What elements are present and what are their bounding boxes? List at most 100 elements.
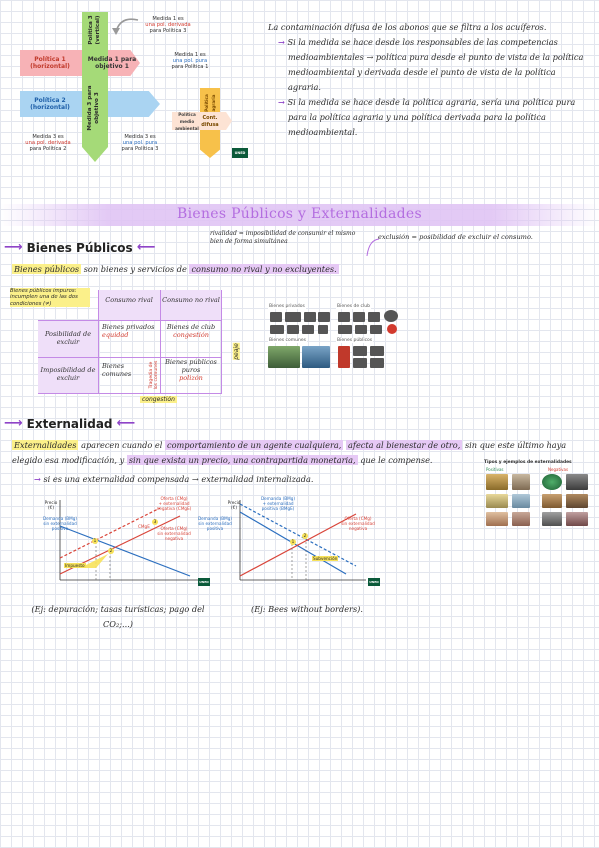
bienes-heading: ⟶ Bienes Públicos ⟵ xyxy=(4,240,156,255)
tv-icon xyxy=(355,325,367,334)
house-photo xyxy=(512,512,530,526)
chart1-eq1: 1 xyxy=(92,538,98,544)
peaje-label: peaje xyxy=(232,343,240,360)
medida3-label: Medida 3 para objetivo 3 xyxy=(87,85,100,131)
club-tag: Bienes de club xyxy=(336,304,371,309)
shoe-icon xyxy=(318,312,330,322)
cafe-photo xyxy=(486,494,508,508)
cont-difusa-label: Cont. difusa xyxy=(201,115,219,128)
bees-photo xyxy=(486,474,508,490)
arrow-right-icon: ⟶ xyxy=(4,416,23,431)
chart1-precio: Precio (€) xyxy=(44,500,58,510)
exclusion-note: exclusión = posibilidad de excluir el co… xyxy=(378,233,533,241)
table-vline1 xyxy=(98,290,99,394)
phone-icon xyxy=(318,325,328,334)
radio-icon xyxy=(353,346,367,356)
chart1-impuesto: Impuesto xyxy=(64,563,86,568)
congestion-bottom-label: congestión xyxy=(140,396,177,403)
curved-arrow-icon xyxy=(112,18,139,35)
col-rival: Consumo rival xyxy=(105,296,153,304)
chart1-eq3: 3 xyxy=(152,519,158,525)
section-banner xyxy=(0,204,599,226)
rivalidad-note: rivalidad = imposibilidad de consumir el… xyxy=(210,230,356,245)
side-note: Bienes públicos impuros: incumplen una d… xyxy=(10,288,90,308)
medida3-derivada-note: Medida 3 es una pol. derivada para Polít… xyxy=(25,134,71,152)
car-icon xyxy=(285,312,301,322)
intro-bullet2: → Si la medida se hace desde la política… xyxy=(278,97,576,137)
example2: (Ej: Bees without borders). xyxy=(251,604,363,614)
gym-icon xyxy=(338,312,350,322)
medida1-pura-note: Medida 1 es una pol. pura para Política … xyxy=(171,52,209,70)
forest-photo xyxy=(268,346,300,368)
bag-icon xyxy=(287,325,299,334)
chart1-uned-logo: UNED xyxy=(198,578,210,586)
food-icon xyxy=(302,325,314,334)
chart1-svg xyxy=(59,500,200,581)
cinema-icon xyxy=(353,312,365,322)
table-hline1 xyxy=(38,320,222,321)
publicos-tag: Bienes públicos xyxy=(336,338,374,343)
noise-photo xyxy=(566,512,588,526)
building-icon xyxy=(370,346,384,356)
horizontal-arrow-1 xyxy=(20,50,140,76)
wifi-icon xyxy=(368,312,380,322)
arrow-left-icon: ⟵ xyxy=(116,416,136,431)
house-icon xyxy=(304,312,316,322)
vaccine-photo xyxy=(512,494,530,508)
chart2-eq2: 2 xyxy=(302,533,308,539)
politica2-label: Política 2 (horizontal) xyxy=(30,97,70,111)
arrow-right-icon: ⟶ xyxy=(4,240,23,255)
medida3-pura-note: Medida 3 es una pol. pura para Política … xyxy=(121,134,159,152)
vertical-arrow-3 xyxy=(82,12,108,162)
politica3-label: Política 3 (vertical) xyxy=(88,15,101,45)
chart1-cmge: CMgE xyxy=(138,524,150,529)
comunes-tag: Bienes comunes xyxy=(268,338,307,343)
table-border xyxy=(38,290,222,394)
medio-ambiental-arrow xyxy=(172,112,232,130)
intro-line1: La contaminación difusa de los abonos qu… xyxy=(268,22,547,32)
externalidad-bullet: → si es una externalidad compensada → ex… xyxy=(34,474,314,484)
example1: (Ej: depuración; tasas turísticas; pago … xyxy=(31,604,205,629)
politica1-label: Política 1 (horizontal) xyxy=(30,56,70,70)
arrow-icon: → xyxy=(34,474,41,484)
uned-logo: UNED xyxy=(232,148,248,158)
fish-photo xyxy=(302,346,330,368)
road-icon xyxy=(370,358,384,368)
cell-comunes: Bienes comunes xyxy=(102,362,132,378)
traffic-photo xyxy=(542,494,562,508)
train-icon xyxy=(370,325,382,334)
dumbbell-icon xyxy=(338,325,352,334)
types-negativas: Negativas xyxy=(548,467,569,472)
bienes-definition: Bienes públicos son bienes y servicios d… xyxy=(12,264,339,274)
garden-photo xyxy=(542,474,562,490)
externalidad-heading: ⟶ Externalidad ⟵ xyxy=(4,416,136,431)
chart2-svg xyxy=(239,500,366,581)
politica-medio-label: Política medio ambiental xyxy=(175,111,199,131)
shirt-icon xyxy=(270,312,282,322)
intro-text: La contaminación difusa de los abonos qu… xyxy=(268,20,586,140)
arrow-left-icon: ⟵ xyxy=(136,240,156,255)
types-positivas: Positivas xyxy=(486,467,504,472)
exclusion-connector xyxy=(366,238,380,257)
intro-bullet1: → Si la medida se hace desde los respons… xyxy=(278,37,584,92)
chart2-eq1: 1 xyxy=(290,539,296,545)
chart2-uned-logo: UNED xyxy=(368,578,380,586)
tragedia-label: Tragedia de los comunes xyxy=(149,360,159,390)
chart2-precio: Precio (€) xyxy=(227,500,241,510)
types-title: Tipos y ejemplos de externalidades xyxy=(484,460,572,465)
table-hline2 xyxy=(38,357,222,358)
trash-photo xyxy=(566,494,588,508)
factory-photo xyxy=(542,512,562,526)
arrow-icon: → xyxy=(278,97,285,107)
laptop-icon xyxy=(270,325,284,334)
row-excluir: Posibilidad de excluir xyxy=(44,330,92,346)
people-photo xyxy=(486,512,508,526)
monument-photo xyxy=(512,474,530,490)
